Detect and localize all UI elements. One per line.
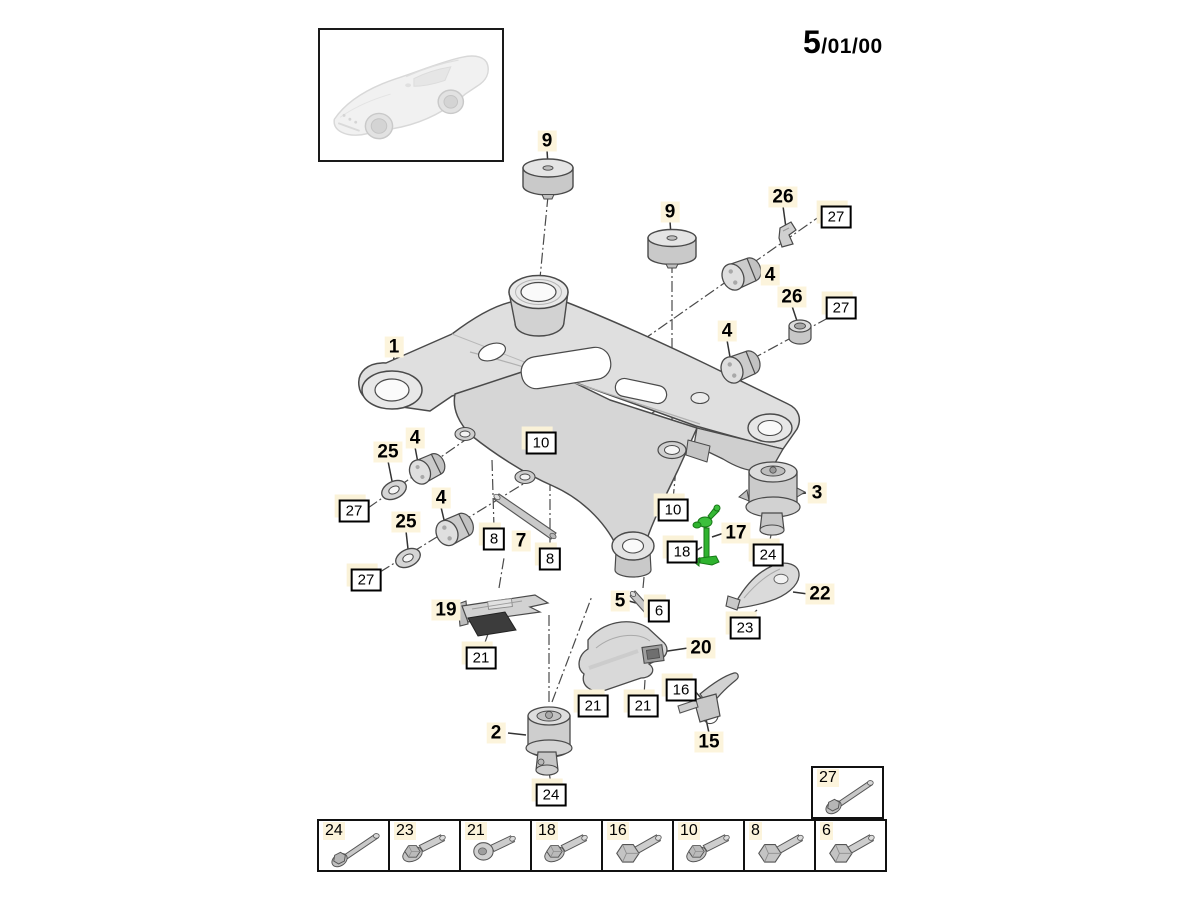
callout-2[interactable]: 2 <box>486 722 506 744</box>
box-8-left[interactable]: 8 <box>482 527 506 551</box>
fastener-cell-16[interactable]: 16 <box>601 819 674 872</box>
long-bolt-icon <box>822 780 874 816</box>
part-4-bushing-upper-right[interactable] <box>718 254 765 294</box>
fastener-cell-10[interactable]: 10 <box>672 819 745 872</box>
callout-9-right[interactable]: 9 <box>660 201 680 223</box>
box-27-left-upper[interactable]: 27 <box>338 499 370 523</box>
callout-25-left-lower[interactable]: 25 <box>391 511 421 533</box>
vehicle-side-view-icon <box>333 55 489 140</box>
fastener-cell-24-label: 24 <box>323 822 345 840</box>
fastener-cell-24[interactable]: 24 <box>317 819 390 872</box>
fastener-cell-27-label: 27 <box>817 769 839 787</box>
part-7-pin[interactable] <box>493 493 557 540</box>
callout-4-left-lower[interactable]: 4 <box>431 487 451 509</box>
callout-7[interactable]: 7 <box>511 530 531 552</box>
part-1-cross-member[interactable] <box>358 274 800 578</box>
fastener-cell-10-label: 10 <box>678 822 700 840</box>
part-22-bracket[interactable] <box>725 562 800 611</box>
box-6[interactable]: 6 <box>647 599 671 623</box>
fastener-cell-6-label: 6 <box>820 822 833 840</box>
part-26-retainer-lower[interactable] <box>788 319 812 345</box>
fastener-cell-21-label: 21 <box>465 822 487 840</box>
part-2-mount[interactable] <box>525 706 573 776</box>
hex-bolt-icon <box>616 833 663 863</box>
box-24-bottom[interactable]: 24 <box>535 783 567 807</box>
flange-bolt-icon <box>541 833 589 866</box>
fastener-cell-18[interactable]: 18 <box>530 819 603 872</box>
box-10-right[interactable]: 10 <box>657 498 689 522</box>
part-25-washer-upper[interactable] <box>379 477 410 504</box>
part-26-retainer-upper[interactable] <box>778 221 797 248</box>
box-24-right[interactable]: 24 <box>752 543 784 567</box>
hex-bolt-icon <box>758 833 805 863</box>
part-15-bracket[interactable] <box>677 672 739 725</box>
part-4-bushing-left-upper[interactable] <box>406 449 449 487</box>
callout-20[interactable]: 20 <box>686 637 716 659</box>
callout-25-left-upper[interactable]: 25 <box>373 441 403 463</box>
callout-1[interactable]: 1 <box>384 336 404 358</box>
part-4-bushing-left-lower[interactable] <box>432 509 478 549</box>
fastener-cell-8-label: 8 <box>749 822 762 840</box>
pan-head-screw-icon <box>473 834 517 861</box>
callout-5[interactable]: 5 <box>610 590 630 612</box>
hex-bolt-icon <box>829 833 876 863</box>
box-27-mid[interactable]: 27 <box>825 296 857 320</box>
part-25-washer-lower[interactable] <box>393 545 424 572</box>
page-code: 5/01/00 <box>803 24 883 61</box>
box-27-left-lower[interactable]: 27 <box>350 568 382 592</box>
page-code-major: 5 <box>803 24 822 60</box>
part-3-mount[interactable] <box>738 461 807 536</box>
callout-26-upper[interactable]: 26 <box>768 186 798 208</box>
fastener-cell-6[interactable]: 6 <box>814 819 887 872</box>
page-code-rest: /01/00 <box>821 35 883 58</box>
box-16[interactable]: 16 <box>665 678 697 702</box>
callout-26-lower[interactable]: 26 <box>777 286 807 308</box>
part-9-left-bushing[interactable] <box>522 158 574 200</box>
callout-4-left-upper[interactable]: 4 <box>405 427 425 449</box>
box-10-center[interactable]: 10 <box>525 431 557 455</box>
callout-3[interactable]: 3 <box>807 482 827 504</box>
box-18[interactable]: 18 <box>666 540 698 564</box>
fastener-cell-18-label: 18 <box>536 822 558 840</box>
callout-22[interactable]: 22 <box>805 583 835 605</box>
callout-15[interactable]: 15 <box>694 731 724 753</box>
callout-17[interactable]: 17 <box>721 522 751 544</box>
box-21-right[interactable]: 21 <box>627 694 659 718</box>
fastener-cell-23[interactable]: 23 <box>388 819 461 872</box>
fastener-cell-16-label: 16 <box>607 822 629 840</box>
fastener-cell-21[interactable]: 21 <box>459 819 532 872</box>
fastener-cell-8[interactable]: 8 <box>743 819 816 872</box>
part-17-sensor-link[interactable] <box>692 504 721 568</box>
callout-4-right[interactable]: 4 <box>717 320 737 342</box>
box-23[interactable]: 23 <box>729 616 761 640</box>
flange-bolt-icon <box>683 833 731 866</box>
flange-bolt-icon <box>399 833 447 866</box>
box-21-left[interactable]: 21 <box>465 646 497 670</box>
part-20-heat-shield[interactable] <box>578 621 668 692</box>
vehicle-thumbnail-box[interactable] <box>318 28 504 162</box>
box-27-top[interactable]: 27 <box>820 205 852 229</box>
long-bolt-icon <box>328 833 380 869</box>
callout-9-left[interactable]: 9 <box>537 130 557 152</box>
box-8-right[interactable]: 8 <box>538 547 562 571</box>
fastener-cell-27[interactable]: 27 <box>811 766 884 819</box>
callout-19[interactable]: 19 <box>431 599 461 621</box>
callout-4-upper-right[interactable]: 4 <box>760 264 780 286</box>
fastener-cell-23-label: 23 <box>394 822 416 840</box>
part-9-right-bushing[interactable] <box>647 228 697 269</box>
part-4-bushing-right[interactable] <box>717 347 764 387</box>
part-19-bracket[interactable] <box>457 594 550 637</box>
box-21-mid[interactable]: 21 <box>577 694 609 718</box>
